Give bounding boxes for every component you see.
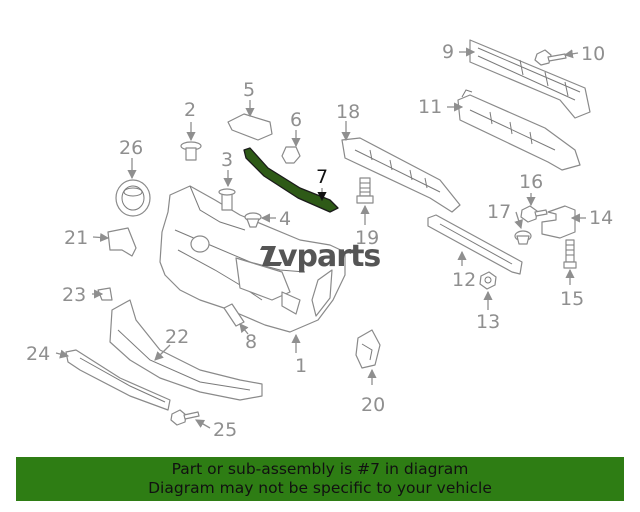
part-24-skid-plate xyxy=(65,349,171,411)
label-12: 12 xyxy=(452,269,476,291)
part-5-bracket xyxy=(227,113,273,141)
label-1: 1 xyxy=(295,355,307,377)
label-8: 8 xyxy=(245,331,257,353)
label-3: 3 xyxy=(221,149,233,171)
part-20-bracket xyxy=(355,329,381,369)
disclaimer-banner: Part or sub-assembly is #7 in diagram Di… xyxy=(16,457,624,501)
label-15: 15 xyxy=(560,288,584,310)
part-12-bracket xyxy=(427,214,523,275)
label-24: 24 xyxy=(26,343,50,365)
part-18-retainer xyxy=(341,137,461,213)
part-4-fastener xyxy=(244,212,262,228)
label-21: 21 xyxy=(64,227,88,249)
part-14-bracket xyxy=(541,205,576,239)
label-19: 19 xyxy=(355,227,379,249)
label-5: 5 xyxy=(243,79,255,101)
label-6: 6 xyxy=(290,109,302,131)
part-17-clip xyxy=(514,230,532,245)
part-11-absorber xyxy=(457,89,581,171)
label-11: 11 xyxy=(418,96,442,118)
leader-lines xyxy=(55,47,586,429)
part-8-clip xyxy=(223,303,245,327)
label-20: 20 xyxy=(361,394,385,416)
watermark-text: vparts xyxy=(278,239,380,274)
part-22-lower-spoiler xyxy=(109,299,263,401)
part-15-bolt xyxy=(563,239,577,269)
label-22: 22 xyxy=(165,326,189,348)
part-9-reinforcement xyxy=(469,39,591,119)
banner-line-2: Diagram may not be specific to your vehi… xyxy=(148,479,492,497)
label-14: 14 xyxy=(589,207,613,229)
part-19-bolt xyxy=(356,177,374,204)
label-10: 10 xyxy=(581,43,605,65)
part-21-bracket xyxy=(107,227,137,257)
part-16-bolt xyxy=(520,205,548,223)
label-13: 13 xyxy=(476,311,500,333)
label-2: 2 xyxy=(184,99,196,121)
label-4: 4 xyxy=(279,208,291,230)
part-13-nut xyxy=(479,271,497,290)
part-25-bolt xyxy=(170,409,200,426)
label-23: 23 xyxy=(62,284,86,306)
part-26-emblem xyxy=(115,179,151,217)
part-6-bolt xyxy=(281,146,301,164)
part-2-bolt xyxy=(180,141,202,161)
label-18: 18 xyxy=(336,101,360,123)
callout-labels: 1 2 3 4 5 6 7 8 9 10 11 12 13 14 15 16 1… xyxy=(26,41,613,441)
label-16: 16 xyxy=(519,171,543,193)
label-26: 26 xyxy=(119,137,143,159)
label-17: 17 xyxy=(487,201,511,223)
label-25: 25 xyxy=(213,419,237,441)
label-9: 9 xyxy=(442,41,454,63)
banner-line-1: Part or sub-assembly is #7 in diagram xyxy=(171,460,469,478)
part-10-bolt xyxy=(534,49,567,66)
watermark-logo: vparts xyxy=(260,239,381,274)
part-3-clip xyxy=(218,188,236,211)
label-7-highlighted: 7 xyxy=(316,166,328,188)
part-1-bumper-cover xyxy=(159,185,346,333)
part-7-molding-highlight xyxy=(243,147,339,213)
